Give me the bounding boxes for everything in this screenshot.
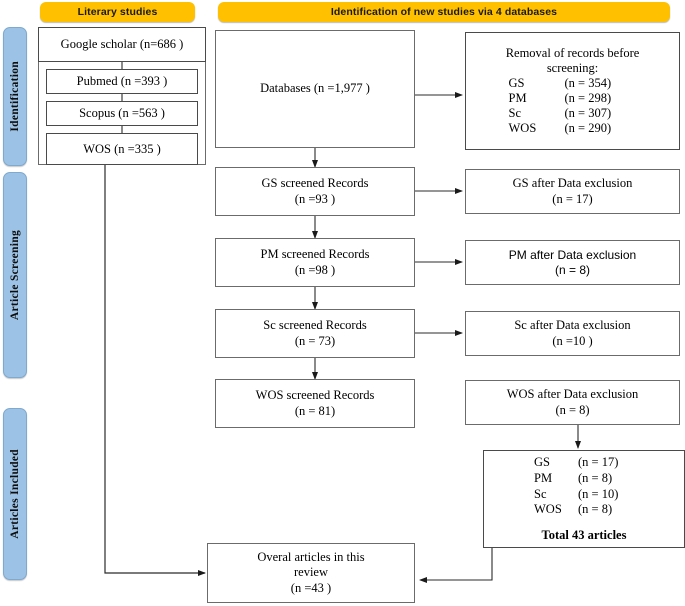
removal-key-pm: PM [508, 91, 527, 106]
totals-value-wos: (n = 8) [578, 502, 613, 517]
exclusion-gs-line2: (n = 17) [552, 191, 593, 206]
stage-label-article-screening: Article Screening [9, 229, 21, 321]
totals-key-gs: GS [534, 455, 550, 470]
screened-box-sc: Sc screened Records (n = 73) [215, 309, 415, 358]
screened-pm-line2: (n =98 ) [294, 262, 336, 277]
source-label-scopus: Scopus (n =563 ) [79, 106, 165, 120]
removal-value-pm: (n = 298) [564, 91, 612, 106]
removal-box: Removal of records before screening: GS … [465, 32, 680, 150]
removal-row-pm: PM (n = 298) [509, 91, 637, 106]
exclusion-sc-line1: Sc after Data exclusion [514, 318, 631, 333]
screened-gs-line1: GS screened Records [261, 176, 369, 191]
overall-line3: (n =43 ) [290, 580, 332, 595]
exclusion-pm-line2: (n = 8) [554, 262, 590, 277]
removal-row-gs: GS (n = 354) [509, 76, 637, 91]
removal-key-wos: WOS [508, 121, 537, 136]
removal-key-gs: GS [508, 76, 525, 91]
screened-wos-line2: (n = 81) [294, 403, 336, 418]
screened-box-gs: GS screened Records (n =93 ) [215, 167, 415, 216]
overall-line2: review [293, 565, 328, 580]
screened-box-wos: WOS screened Records (n = 81) [215, 379, 415, 428]
totals-value-gs: (n = 17) [578, 455, 619, 470]
header-identification-databases: Identification of new studies via 4 data… [218, 2, 670, 22]
stage-bar-articles-included: Articles Included [3, 408, 27, 580]
screened-sc-line2: (n = 73) [294, 333, 336, 348]
removal-rows: GS (n = 354) PM (n = 298) Sc (n = 307) W… [509, 76, 637, 136]
stage-label-articles-included: Articles Included [9, 449, 21, 539]
exclusion-wos-line2: (n = 8) [555, 402, 590, 417]
databases-label: Databases (n =1,977 ) [260, 81, 370, 96]
removal-row-sc: Sc (n = 307) [509, 106, 637, 121]
source-box-google-scholar: Google scholar (n=686 ) [38, 27, 206, 62]
totals-row-pm: PM (n = 8) [534, 471, 634, 487]
stage-label-identification: Identification [9, 61, 21, 132]
exclusion-box-pm: PM after Data exclusion (n = 8) [465, 240, 680, 285]
header-literary-studies: Literary studies [40, 2, 195, 22]
totals-box: GS (n = 17) PM (n = 8) Sc (n = 10) WOS (… [483, 450, 685, 548]
totals-row-sc: Sc (n = 10) [534, 487, 634, 503]
overall-articles-box: Overal articles in this review (n =43 ) [207, 543, 415, 603]
databases-box: Databases (n =1,977 ) [215, 30, 415, 148]
source-box-pubmed: Pubmed (n =393 ) [46, 69, 198, 94]
screened-pm-line1: PM screened Records [260, 247, 370, 262]
totals-row-wos: WOS (n = 8) [534, 502, 634, 518]
link-left-to-overall [104, 165, 206, 576]
removal-key-sc: Sc [508, 106, 522, 121]
removal-title-line1: Removal of records before [505, 45, 640, 60]
source-label-wos: WOS (n =335 ) [83, 141, 161, 156]
screened-sc-line1: Sc screened Records [263, 318, 367, 333]
totals-row-gs: GS (n = 17) [534, 455, 634, 471]
source-box-scopus: Scopus (n =563 ) [46, 101, 198, 126]
removal-row-wos: WOS (n = 290) [509, 121, 637, 136]
totals-key-pm: PM [534, 470, 553, 485]
header-literary-studies-label: Literary studies [77, 6, 158, 18]
screened-wos-line1: WOS screened Records [255, 388, 375, 403]
source-label-google-scholar: Google scholar (n=686 ) [60, 37, 184, 51]
exclusion-box-wos: WOS after Data exclusion (n = 8) [465, 380, 680, 425]
screened-gs-line2: (n =93 ) [294, 191, 336, 206]
source-label-pubmed: Pubmed (n =393 ) [76, 74, 168, 88]
exclusion-box-gs: GS after Data exclusion (n = 17) [465, 169, 680, 214]
stage-bar-article-screening: Article Screening [3, 172, 27, 378]
totals-rows: GS (n = 17) PM (n = 8) Sc (n = 10) WOS (… [534, 455, 634, 518]
totals-summary-label: Total 43 articles [541, 527, 627, 542]
exclusion-pm-line1: PM after Data exclusion [508, 247, 637, 262]
source-box-wos: WOS (n =335 ) [46, 133, 198, 165]
totals-value-pm: (n = 8) [578, 470, 613, 485]
link-totals-to-overall [419, 548, 493, 583]
header-identification-databases-label: Identification of new studies via 4 data… [330, 6, 558, 18]
overall-line1: Overal articles in this [257, 550, 365, 565]
totals-value-sc: (n = 10) [578, 486, 619, 501]
exclusion-wos-line1: WOS after Data exclusion [506, 387, 639, 402]
removal-title-line2: screening: [546, 60, 599, 75]
exclusion-sc-line2: (n =10 ) [552, 333, 593, 348]
exclusion-box-sc: Sc after Data exclusion (n =10 ) [465, 311, 680, 356]
stage-bar-identification: Identification [3, 27, 27, 166]
totals-key-sc: Sc [534, 486, 547, 501]
removal-value-gs: (n = 354) [564, 76, 612, 91]
totals-key-wos: WOS [534, 502, 562, 517]
removal-value-wos: (n = 290) [564, 121, 612, 136]
screened-box-pm: PM screened Records (n =98 ) [215, 238, 415, 287]
exclusion-gs-line1: GS after Data exclusion [512, 176, 633, 191]
removal-value-sc: (n = 307) [564, 106, 612, 121]
